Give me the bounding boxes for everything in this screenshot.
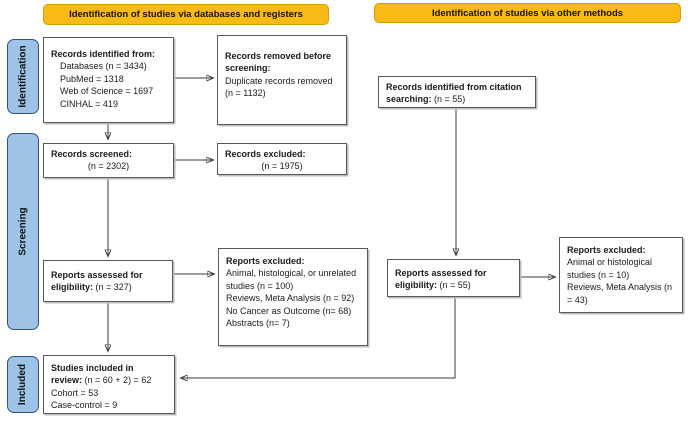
box-title: Records identified from: [51,49,156,59]
box-title: Records removed before screening: [225,51,332,74]
box-line: Animal, histological, or unrelated studi… [226,268,357,291]
sidebar-included-label: Included [17,363,29,406]
box-title: Records screened: [51,149,133,159]
box-title: Reports excluded: [567,245,646,255]
box-reports-assessed-other: Reports assessed for eligibility: (n = 5… [387,259,520,297]
box-reports-excluded-other: Reports excluded: Animal or histological… [559,237,683,313]
box-line: Cohort = 53 [51,387,99,398]
box-title: Reports assessed for eligibility: [51,270,143,293]
box-title: Studies included in review: [51,363,134,386]
box-line: Animal or histological studies (n = 10) [567,257,653,280]
box-line: Web of Science = 1697 [60,86,154,97]
box-reports-assessed-databases: Reports assessed for eligibility: (n = 3… [43,260,173,302]
box-count: (n = 1975) [261,161,303,172]
box-title: Reports assessed for eligibility: [395,268,487,291]
box-reports-excluded-databases: Reports excluded: Animal, histological, … [218,248,368,346]
box-records-identified: Records identified from: Databases (n = … [43,37,174,123]
box-count: (n = 55) [431,94,466,105]
box-count: (n = 60 + 2) = 62 [82,375,152,386]
box-line: Duplicate records removed (n = 1132) [225,75,333,99]
box-line: Reviews, Meta Analysis (n = 43) [567,282,673,305]
sidebar-phase-screening: Screening [7,133,39,330]
box-records-removed: Records removed before screening: Duplic… [217,35,347,125]
box-line: PubMed = 1318 [60,73,124,84]
sidebar-phase-included: Included [7,356,39,413]
box-title: Records identified from citation searchi… [386,82,522,105]
box-title: Records excluded: [225,149,306,159]
box-records-excluded: Records excluded: (n = 1975) [217,143,347,175]
box-records-screened: Records screened: (n = 2302) [43,143,174,178]
box-count: (n = 2302) [87,161,130,172]
box-line: Reviews, Meta Analysis (n = 92) [226,293,355,304]
banner-databases-registers: Identification of studies via databases … [43,4,329,25]
box-line: Abstracts (n= 7) [226,318,290,329]
box-count: (n = 327) [93,282,132,293]
box-count: (n = 55) [437,280,471,291]
sidebar-screening-label: Screening [17,207,29,256]
sidebar-identification-label: Identification [17,45,29,108]
box-line: Databases (n = 3434) [60,61,147,72]
box-line: CINHAL = 419 [60,98,118,109]
banner-other-methods: Identification of studies via other meth… [374,3,681,23]
box-line: Case-control = 9 [51,400,118,411]
box-title: Reports excluded: [226,256,305,266]
box-citation-searching: Records identified from citation searchi… [378,76,536,108]
sidebar-phase-identification: Identification [7,39,39,114]
box-line: No Cancer as Outcome (n= 68) [226,305,352,316]
box-studies-included: Studies included in review: (n = 60 + 2)… [43,355,175,414]
